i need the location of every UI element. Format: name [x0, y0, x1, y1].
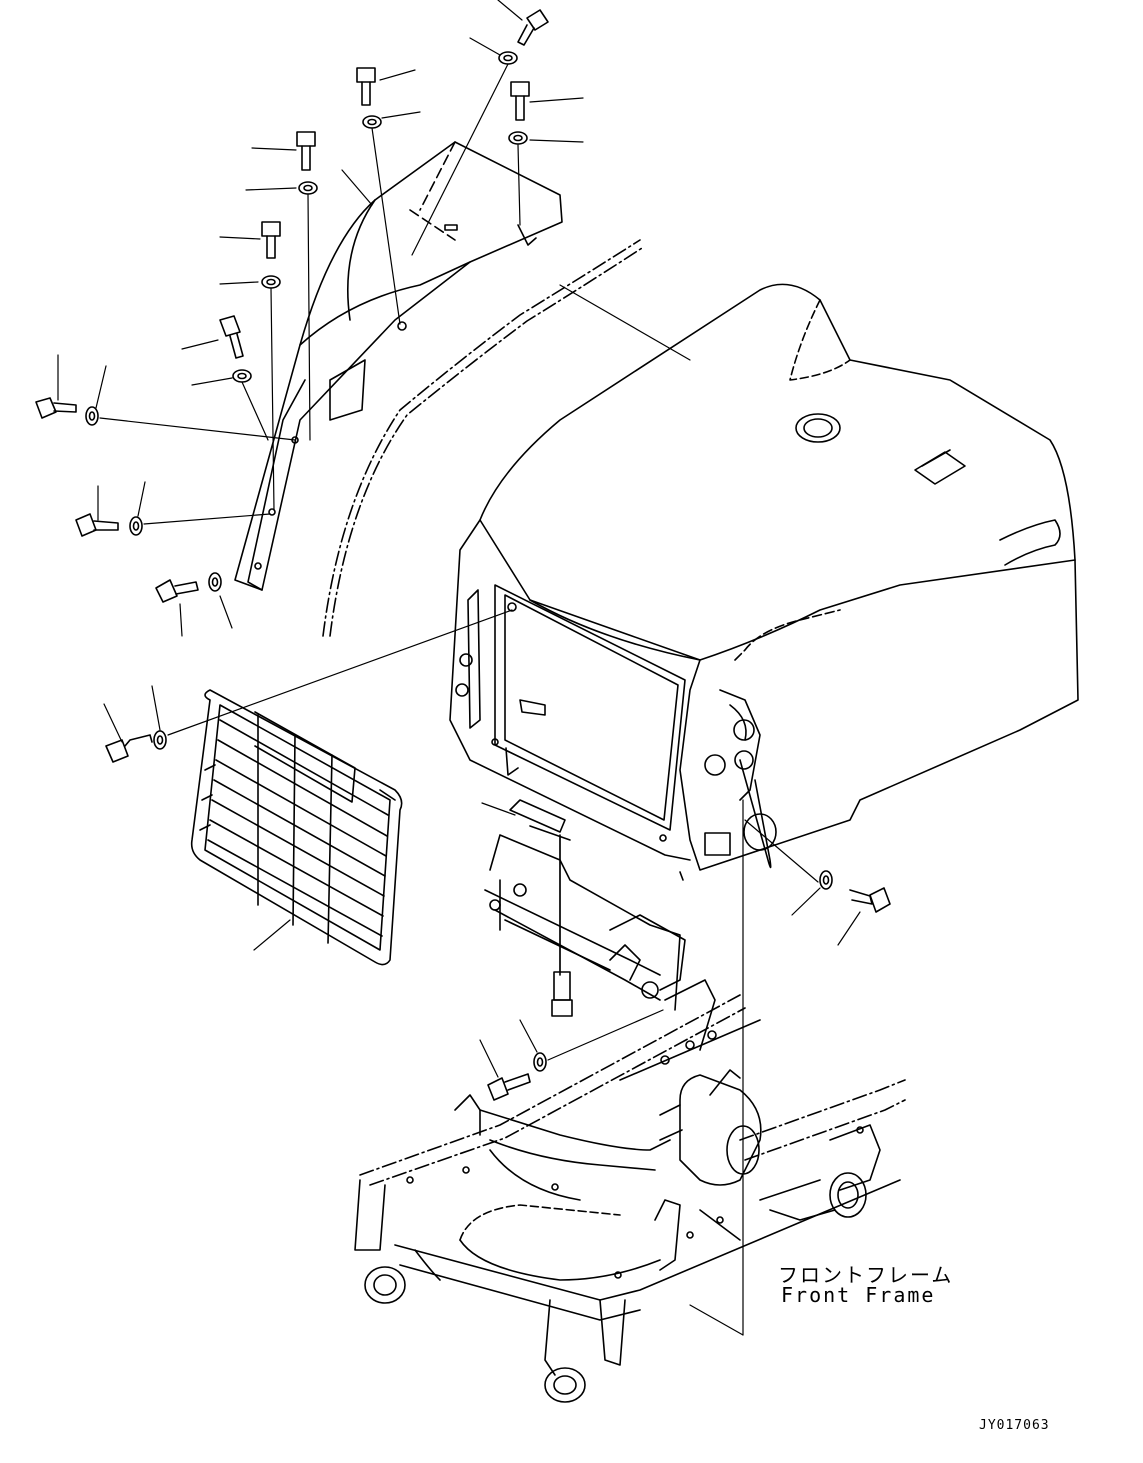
engine-hood: [450, 284, 1078, 880]
drawing-code: JY017063: [979, 1418, 1050, 1433]
leader-lines: [58, 0, 860, 1335]
hood-linkage: [485, 800, 685, 1010]
front-frame-label-en: Front Frame: [781, 1283, 936, 1307]
front-frame: [355, 980, 905, 1402]
fender-seal: [323, 240, 642, 636]
fender-cover: [235, 142, 562, 590]
front-frame-label-ja: フロントフレーム: [778, 1263, 954, 1287]
bolts: [36, 10, 890, 1100]
front-grille: [192, 690, 402, 965]
